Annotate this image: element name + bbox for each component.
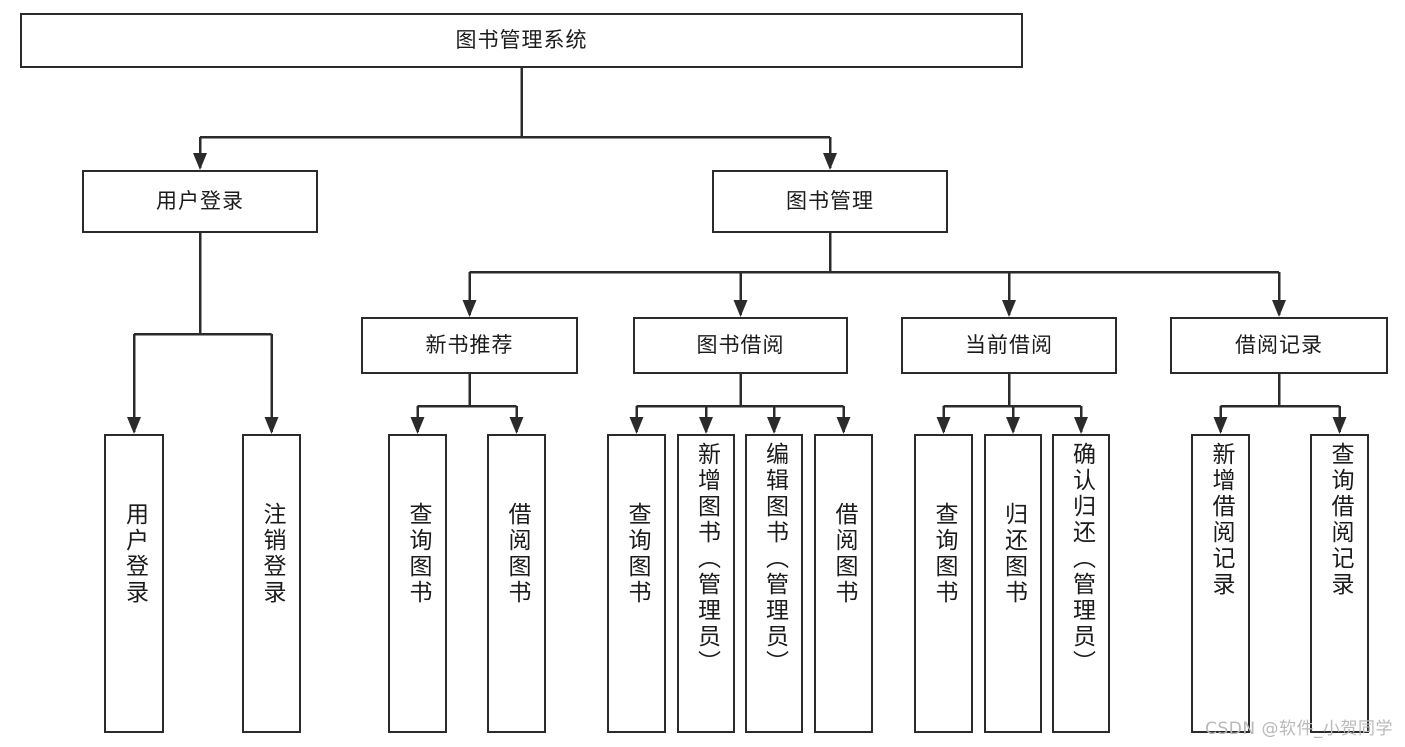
node-newbook[interactable]: 新书推荐: [361, 317, 578, 374]
arrow-head: [1006, 417, 1020, 434]
node-login[interactable]: 用户登录: [82, 170, 318, 233]
node-leaf11[interactable]: 确认归还（管理员）: [1052, 434, 1110, 733]
node-leaf4[interactable]: 借阅图书: [487, 434, 546, 733]
node-current[interactable]: 当前借阅: [901, 317, 1117, 374]
node-bookmgmt[interactable]: 图书管理: [712, 170, 948, 233]
node-records[interactable]: 借阅记录: [1170, 317, 1388, 374]
node-label: 查询图书: [405, 502, 431, 606]
node-leaf13[interactable]: 查询借阅记录: [1310, 434, 1369, 733]
node-root[interactable]: 图书管理系统: [20, 13, 1023, 68]
node-label: 编辑图书（管理员）: [761, 442, 788, 676]
node-label: 借阅图书: [504, 502, 530, 606]
node-label: 新增借阅记录: [1208, 442, 1234, 598]
arrow-head: [127, 417, 141, 434]
watermark-text: CSDN @软件_小贺同学: [1205, 719, 1393, 739]
node-label: 确认归还（管理员）: [1068, 442, 1095, 676]
node-label: 图书借阅: [696, 333, 785, 358]
node-label: 用户登录: [156, 189, 244, 214]
node-label: 借阅图书: [831, 502, 857, 606]
node-label: 用户登录: [121, 502, 148, 606]
node-label: 图书管理系统: [455, 28, 588, 53]
arrow-head: [699, 417, 713, 434]
arrow-head: [823, 153, 837, 170]
arrow-head: [1002, 300, 1016, 317]
node-label: 新书推荐: [425, 333, 514, 358]
node-leaf6[interactable]: 新增图书（管理员）: [677, 434, 735, 733]
arrow-head: [1332, 417, 1347, 434]
node-leaf1[interactable]: 用户登录: [104, 434, 164, 733]
arrow-head: [936, 417, 951, 434]
node-label: 归还图书: [1000, 502, 1027, 606]
node-label: 注销登录: [259, 502, 285, 606]
node-label: 查询借阅记录: [1327, 442, 1353, 598]
arrow-head: [733, 300, 748, 317]
node-label: 借阅记录: [1235, 333, 1323, 358]
node-label: 新增图书（管理员）: [693, 442, 720, 676]
node-label: 当前借阅: [965, 333, 1053, 358]
arrow-head: [767, 417, 781, 434]
node-leaf9[interactable]: 查询图书: [914, 434, 973, 733]
arrow-head: [264, 417, 279, 434]
arrow-head: [462, 300, 477, 317]
node-borrow[interactable]: 图书借阅: [633, 317, 848, 374]
node-label: 查询图书: [624, 502, 650, 606]
node-leaf12[interactable]: 新增借阅记录: [1191, 434, 1250, 733]
arrow-head: [629, 417, 644, 434]
arrow-head: [410, 417, 425, 434]
node-leaf3[interactable]: 查询图书: [388, 434, 447, 733]
node-leaf5[interactable]: 查询图书: [607, 434, 666, 733]
node-leaf8[interactable]: 借阅图书: [814, 434, 873, 733]
node-leaf7[interactable]: 编辑图书（管理员）: [745, 434, 803, 733]
arrow-head: [836, 417, 851, 434]
node-leaf2[interactable]: 注销登录: [242, 434, 301, 733]
arrow-head: [193, 153, 207, 170]
node-label: 图书管理: [786, 189, 874, 214]
node-label: 查询图书: [931, 502, 957, 606]
arrow-head: [1074, 417, 1088, 434]
node-leaf10[interactable]: 归还图书: [984, 434, 1042, 733]
arrow-head: [1213, 417, 1228, 434]
arrow-head: [1272, 300, 1286, 317]
arrow-head: [509, 417, 524, 434]
